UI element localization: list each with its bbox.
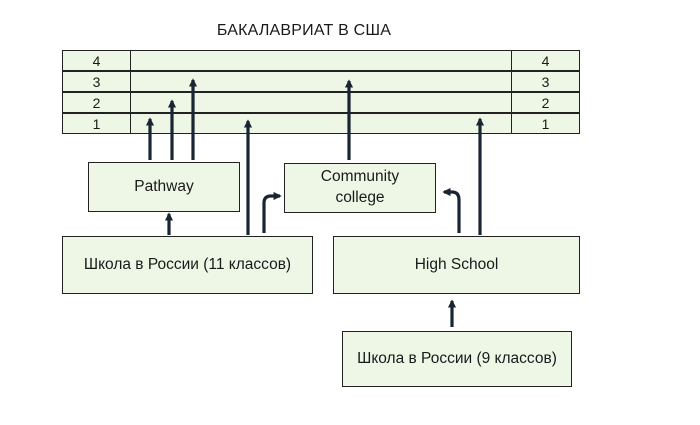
year-label-left: 4	[63, 51, 131, 70]
school-russia-11-label: Школа в России (11 классов)	[83, 255, 292, 273]
year-row-4: 4 4	[62, 50, 580, 71]
year-label-left: 2	[63, 93, 131, 112]
high-school-box: High School	[333, 236, 580, 294]
high-school-label: High School	[414, 255, 499, 273]
pathway-box: Pathway	[88, 162, 240, 212]
school-russia-9-label: Школа в России (9 классов)	[357, 349, 557, 367]
community-college-label-line2: college	[335, 189, 385, 206]
year-label-right: 2	[511, 93, 579, 112]
school-russia-11-box: Школа в России (11 классов)	[62, 236, 313, 294]
year-label-right: 1	[511, 114, 579, 133]
school-russia-9-box: Школа в России (9 классов)	[342, 331, 572, 387]
year-label-left: 1	[63, 114, 131, 133]
pathway-label: Pathway	[134, 177, 194, 195]
arrow-high-school-to-community-college	[442, 187, 461, 233]
community-college-label-line1: Community	[320, 168, 400, 186]
arrow-school11-to-community-college	[262, 191, 282, 233]
diagram-title: БАКАЛАВРИАТ В США	[216, 22, 392, 39]
year-label-right: 4	[511, 51, 579, 70]
year-label-left: 3	[63, 72, 131, 91]
year-label-right: 3	[511, 72, 579, 91]
community-college-box: Community college	[284, 163, 436, 213]
